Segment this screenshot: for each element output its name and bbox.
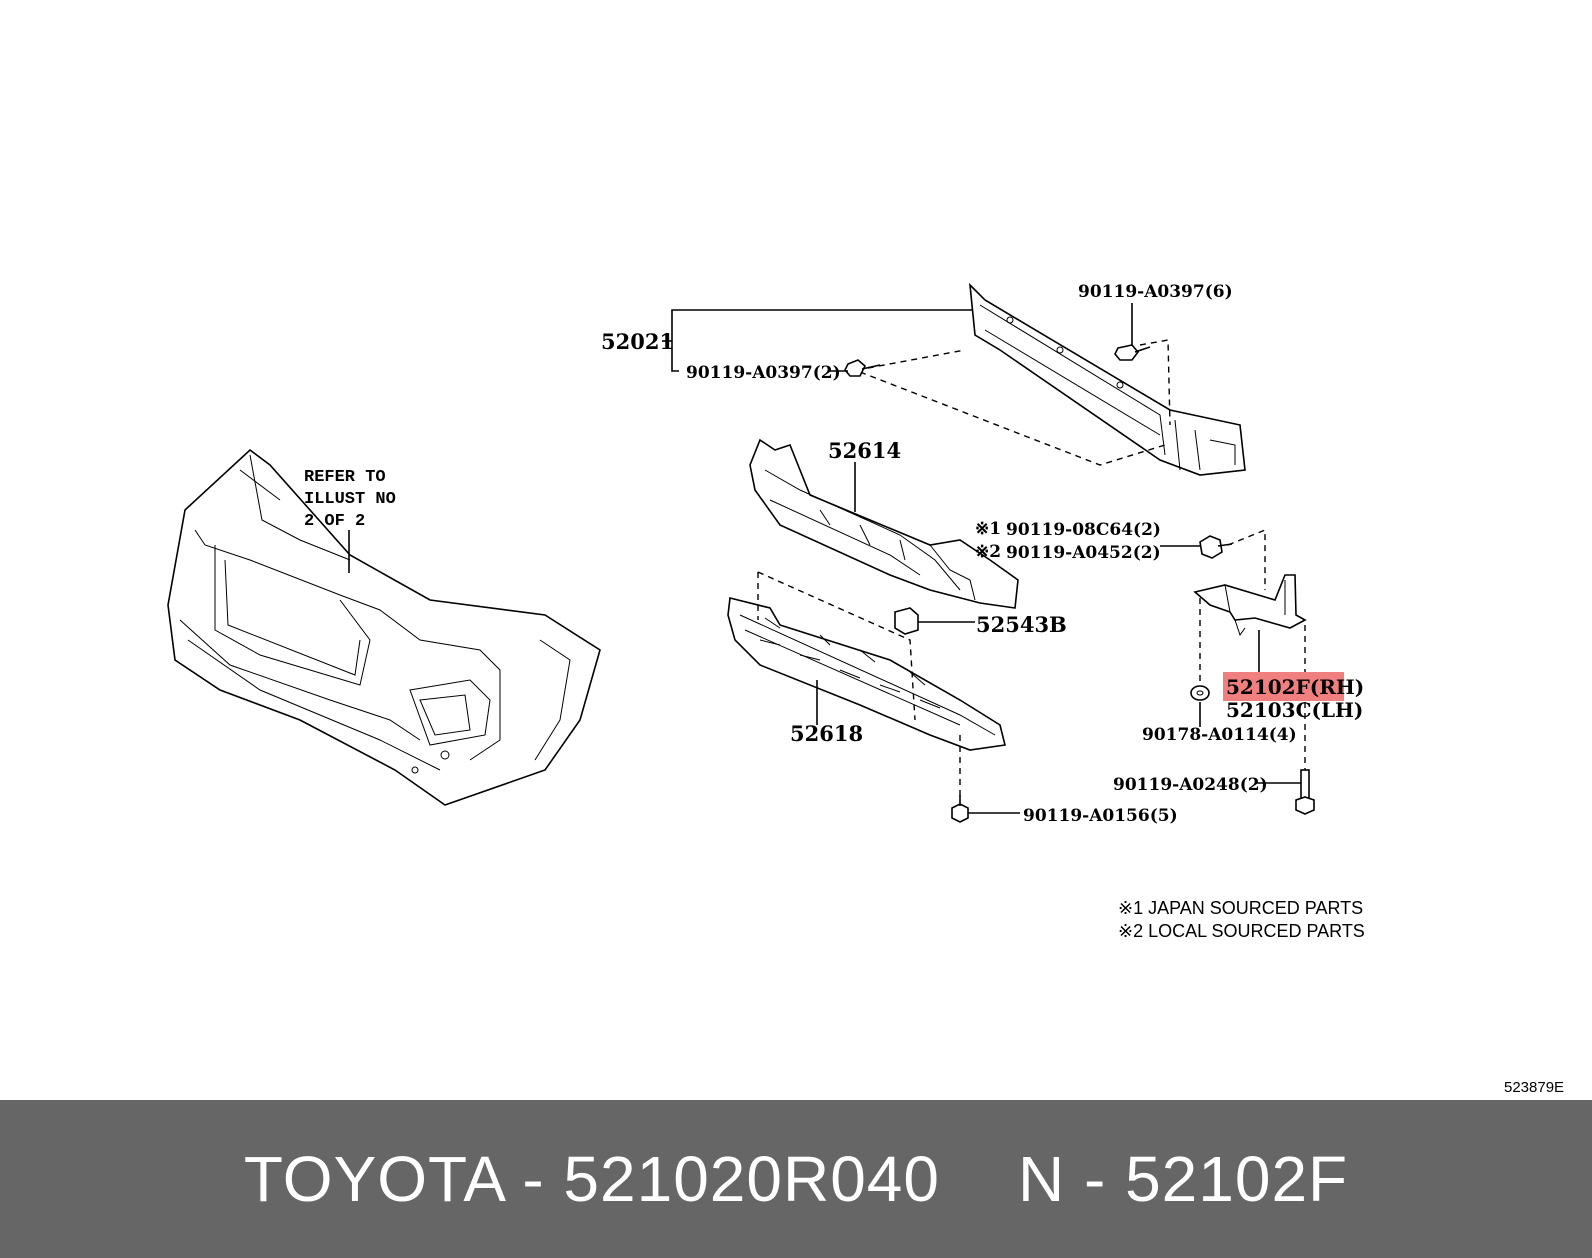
callout-08c64[interactable]: 90119-08C64(2) — [1006, 520, 1161, 540]
callout-a0397-6[interactable]: 90119-A0397(6) — [1078, 282, 1233, 302]
bolt-a0248-drawing — [1295, 769, 1315, 815]
refer-note: REFER TO ILLUST NO 2 OF 2 — [304, 468, 396, 531]
absorber-52614-drawing — [749, 438, 1019, 609]
callout-52618[interactable]: 52618 — [790, 721, 863, 746]
bumper-cover-drawing — [167, 448, 601, 806]
bolt-08c64-drawing — [1199, 535, 1233, 559]
callout-a0156[interactable]: 90119-A0156(5) — [1023, 806, 1178, 826]
bracket-52102f-drawing — [1193, 574, 1307, 637]
leader-52021 — [671, 309, 972, 372]
clip-52543b-drawing — [894, 607, 919, 635]
callout-a0452[interactable]: 90119-A0452(2) — [1006, 543, 1161, 563]
dashed-52618 — [757, 571, 916, 721]
refer-line-2: ILLUST NO — [304, 490, 396, 509]
callout-52021[interactable]: 52021 — [601, 329, 674, 354]
note-local-sourced: ※2 LOCAL SOURCED PARTS — [1118, 921, 1365, 941]
callout-a0397-2[interactable]: 90119-A0397(2) — [686, 363, 841, 383]
bolt-a0397-2-drawing — [844, 359, 881, 377]
callout-52102f[interactable]: 52102F(RH) — [1226, 675, 1364, 699]
parts-diagram: REFER TO ILLUST NO 2 OF 2 52021 90119-A0… — [167, 282, 1565, 1096]
callout-52614[interactable]: 52614 — [828, 438, 901, 463]
note-japan-sourced: ※1 JAPAN SOURCED PARTS — [1118, 898, 1363, 918]
callout-a0114[interactable]: 90178-A0114(4) — [1142, 725, 1297, 745]
callout-mark-2: ※2 — [975, 542, 1001, 562]
callout-mark-1: ※1 — [975, 519, 1001, 539]
callout-highlight — [1223, 672, 1344, 701]
callout-a0248[interactable]: 90119-A0248(2) — [1113, 775, 1268, 795]
callout-52543b[interactable]: 52543B — [976, 612, 1067, 637]
bolt-a0156-drawing — [951, 795, 969, 823]
footer-callout-ref: N - 52102F — [1017, 1143, 1349, 1215]
bolt-a0397-6-drawing — [1114, 344, 1151, 361]
dashed-a0397-2 — [859, 349, 1166, 466]
reinforcement-52021-drawing — [968, 282, 1246, 476]
undercover-52618-drawing — [727, 597, 1006, 751]
diagram-id: 523879E — [1504, 1079, 1564, 1096]
part-number-footer: TOYOTA - 521020R040 N - 52102F — [0, 1100, 1592, 1258]
refer-line-1: REFER TO — [304, 468, 386, 487]
footer-part-number: TOYOTA - 521020R040 — [243, 1143, 940, 1215]
exploded-view-drawing: REFER TO ILLUST NO 2 OF 2 52021 90119-A0… — [167, 282, 1564, 1096]
refer-line-3: 2 OF 2 — [304, 512, 365, 531]
nut-a0114-drawing — [1190, 685, 1210, 701]
callout-52103c[interactable]: 52103C(LH) — [1226, 698, 1363, 722]
dashed-08c64 — [1227, 528, 1266, 590]
